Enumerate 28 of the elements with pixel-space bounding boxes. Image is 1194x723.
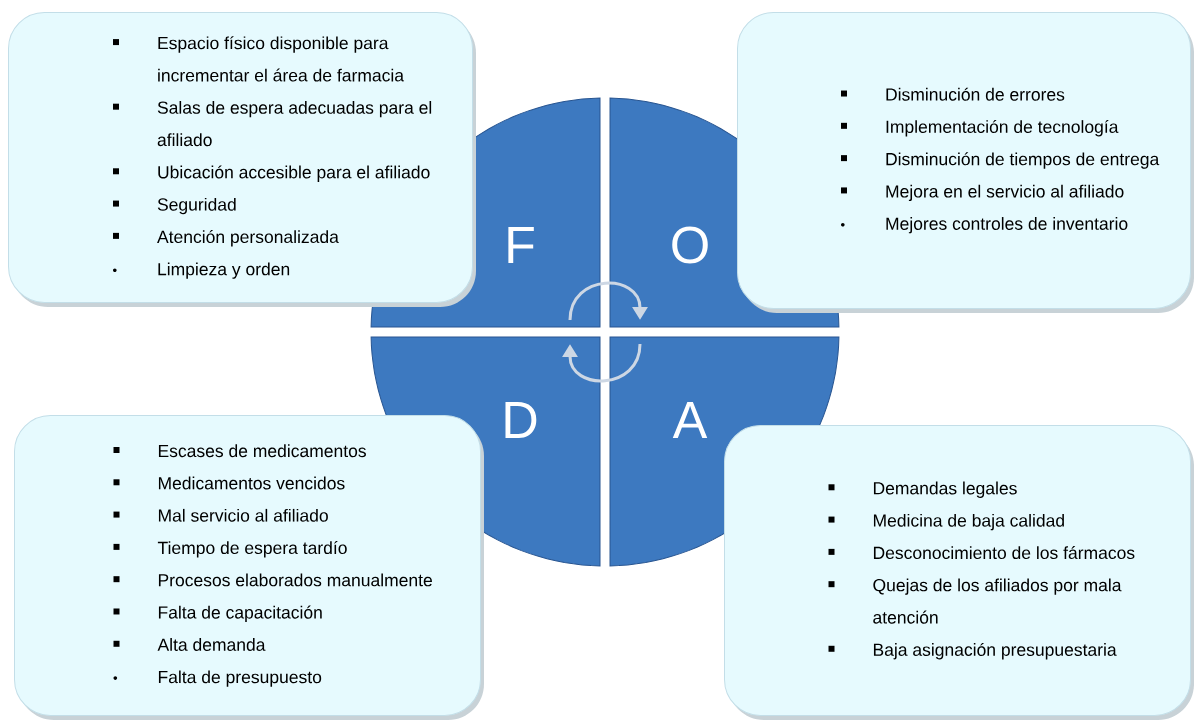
list-item: Escases de medicamentos — [158, 444, 366, 458]
list-item: Alta demanda — [157, 638, 266, 651]
cycle-arrow — [562, 343, 642, 383]
list-item: Mejores controles de inventario — [886, 217, 1128, 234]
cycle-arrow — [568, 281, 648, 321]
list-item: Atención personalizada — [157, 230, 339, 247]
list-item: Quejas de los afiliados por mala atención — [873, 578, 1122, 624]
list-item: Tiempo de espera tardío — [157, 541, 347, 558]
list-item: Falta de presupuesto — [158, 670, 322, 687]
text-box — [14, 415, 484, 720]
list-item: Demandas legales — [873, 481, 1017, 498]
list-item: Medicamentos vencidos — [158, 476, 345, 490]
text-box — [724, 425, 1194, 720]
text-box — [8, 12, 476, 307]
list-item: Limpieza y orden — [158, 262, 290, 279]
list-item: Disminución de tiempos de entrega — [886, 152, 1160, 169]
list-item: Disminución de errores — [886, 87, 1065, 101]
list-item: Falta de capacitación — [158, 605, 322, 623]
list-item: Mejora en el servicio al afiliado — [886, 184, 1124, 202]
text-box — [737, 12, 1194, 313]
list-item: Medicina de baja calidad — [873, 513, 1064, 531]
list-item: Espacio físico disponible para incrementar el área de farmacia — [158, 36, 404, 82]
list-item: Mal servicio al afiliado — [158, 508, 328, 522]
list-item: Procesos elaborados manualmente — [158, 573, 432, 587]
list-item: Seguridad — [157, 197, 236, 215]
list-item: Desconocimiento de los fármacos — [873, 546, 1135, 560]
list-item: Implementación de tecnología — [886, 119, 1119, 137]
list-item: Baja asignación presupuestaria — [873, 642, 1117, 660]
